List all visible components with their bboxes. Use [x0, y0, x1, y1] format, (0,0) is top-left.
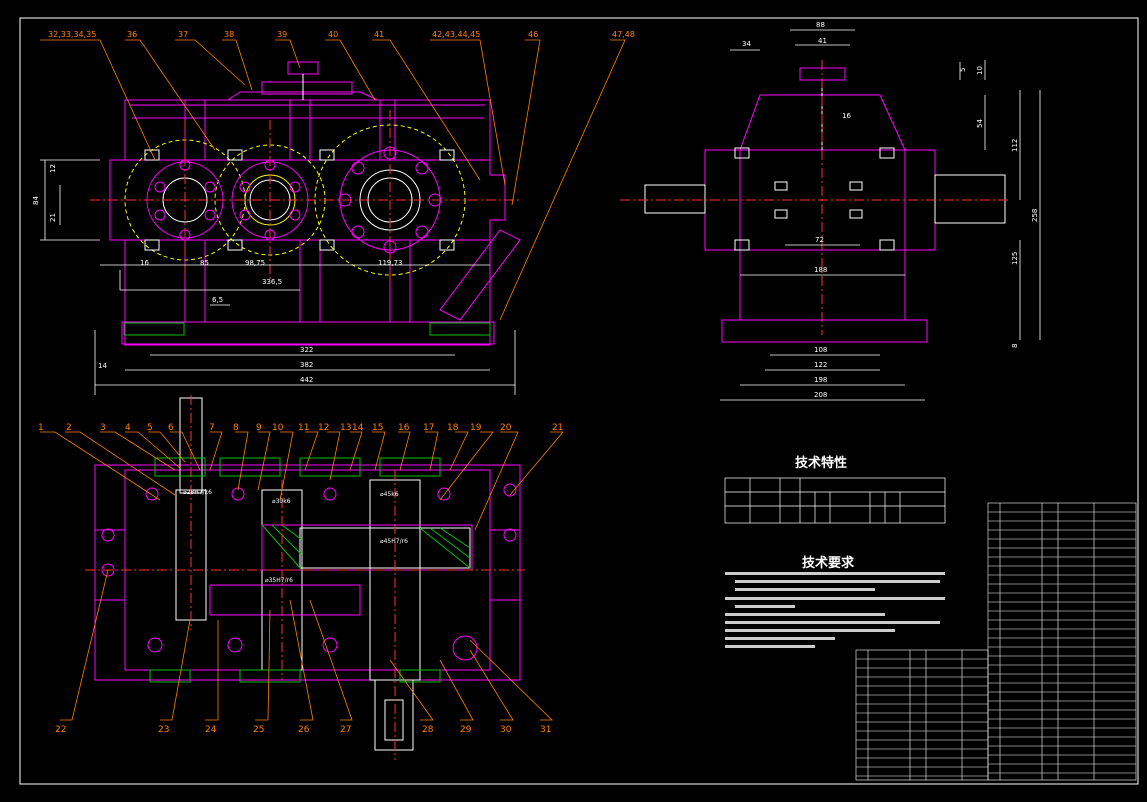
dim-41: 41: [818, 37, 827, 45]
callout-39: 39: [277, 30, 287, 39]
dim-208: 208: [814, 391, 827, 399]
callout-17: 17: [423, 423, 434, 433]
callout-labels-top: 32,33,34,35 36 37 38 39 40 41 42,43,44,4…: [48, 30, 635, 39]
callout-13: 13: [340, 423, 351, 433]
dim-10: 10: [976, 66, 984, 75]
callout-20: 20: [500, 423, 512, 433]
dim-108: 108: [814, 346, 827, 354]
dim-119-73: 119,73: [378, 259, 403, 267]
dim-5: 5: [959, 68, 967, 72]
callout-5: 5: [147, 423, 153, 433]
callout-31: 31: [540, 725, 551, 735]
fit-28h7k6: ⌀28H7/k6: [183, 489, 212, 496]
callout-22: 22: [55, 725, 66, 735]
fit-30k6: ⌀30k6: [272, 498, 291, 505]
dim-98-75: 98,75: [245, 259, 265, 267]
callout-32-35: 32,33,34,35: [48, 30, 96, 39]
dim-8: 8: [1011, 344, 1019, 348]
dim-16: 16: [140, 259, 149, 267]
callout-41: 41: [374, 30, 384, 39]
callout-36: 36: [127, 30, 137, 39]
tech-requirements-title: 技术要求: [802, 555, 855, 571]
fit-45h7r6: ⌀45H7/r6: [380, 538, 408, 545]
callout-19: 19: [470, 423, 482, 433]
tech-requirements-text: [725, 572, 945, 648]
dim-198: 198: [814, 376, 827, 384]
dim-84: 84: [32, 196, 40, 205]
dim-34: 34: [742, 40, 751, 48]
side-view: 34 88 41 5 10 54 112 16 258 125 72 188 8…: [620, 21, 1041, 401]
fit-35h7r6: ⌀35H7/r6: [265, 577, 293, 584]
callout-46: 46: [528, 30, 538, 39]
callout-9: 9: [256, 423, 262, 433]
callout-27: 27: [340, 725, 351, 735]
callout-8: 8: [233, 423, 239, 433]
front-view: 12 84 21 16 85 98,75 119,73 336,5 6,5 32…: [32, 61, 521, 395]
callout-38: 38: [224, 30, 234, 39]
callout-3: 3: [100, 423, 106, 433]
dim-125: 125: [1011, 252, 1019, 265]
fit-45k6: ⌀45k6: [380, 491, 399, 498]
dim-322: 322: [300, 346, 313, 354]
dim-14: 14: [98, 362, 107, 370]
callout-4: 4: [125, 423, 131, 433]
callout-25: 25: [253, 725, 264, 735]
callout-11: 11: [298, 423, 309, 433]
dim-336-5: 336,5: [262, 278, 282, 286]
callouts-plan-leaders: [40, 431, 564, 721]
callout-37: 37: [178, 30, 188, 39]
dim-6-5: 6,5: [212, 296, 223, 304]
callout-47-48: 47,48: [612, 30, 635, 39]
callout-6: 6: [168, 423, 174, 433]
dim-122: 122: [814, 361, 827, 369]
callout-21: 21: [552, 423, 563, 433]
callout-28: 28: [422, 725, 434, 735]
callout-15: 15: [372, 423, 383, 433]
dim-382: 382: [300, 361, 313, 369]
callout-30: 30: [500, 725, 512, 735]
dim-85: 85: [200, 259, 209, 267]
parts-list: [855, 502, 1137, 781]
callout-10: 10: [272, 423, 284, 433]
callout-14: 14: [352, 423, 364, 433]
dim-258: 258: [1031, 209, 1039, 222]
callouts-top: [40, 39, 626, 321]
callout-1: 1: [38, 423, 44, 433]
dim-188: 188: [814, 266, 827, 274]
callout-26: 26: [298, 725, 310, 735]
dim-16-side: 16: [842, 112, 851, 120]
callout-2: 2: [66, 423, 72, 433]
dim-112: 112: [1011, 139, 1019, 152]
dim-442: 442: [300, 376, 313, 384]
tech-characteristics-title: 技术特性: [795, 455, 847, 471]
tech-characteristics-table: [724, 477, 946, 524]
border: [19, 17, 1139, 785]
callout-7: 7: [209, 423, 215, 433]
dim-88: 88: [816, 21, 825, 29]
callout-16: 16: [398, 423, 410, 433]
dim-54: 54: [976, 119, 984, 128]
callout-42-45: 42,43,44,45: [432, 30, 480, 39]
housing-outline: [109, 99, 506, 346]
callout-23: 23: [158, 725, 169, 735]
callout-18: 18: [447, 423, 459, 433]
callout-labels-plan: 1 2 3 4 5 6 7 8 9 10 11 12 13 14 15 16 1…: [38, 423, 563, 735]
dim-72: 72: [815, 236, 824, 244]
callout-24: 24: [205, 725, 217, 735]
callout-40: 40: [328, 30, 338, 39]
dim-12: 12: [49, 164, 57, 173]
plan-view: ⌀28H7/k6 ⌀30k6 ⌀45k6 ⌀45H7/r6 ⌀35H7/r6: [85, 395, 525, 760]
dim-21: 21: [49, 213, 57, 222]
callout-12: 12: [318, 423, 329, 433]
callout-29: 29: [460, 725, 472, 735]
